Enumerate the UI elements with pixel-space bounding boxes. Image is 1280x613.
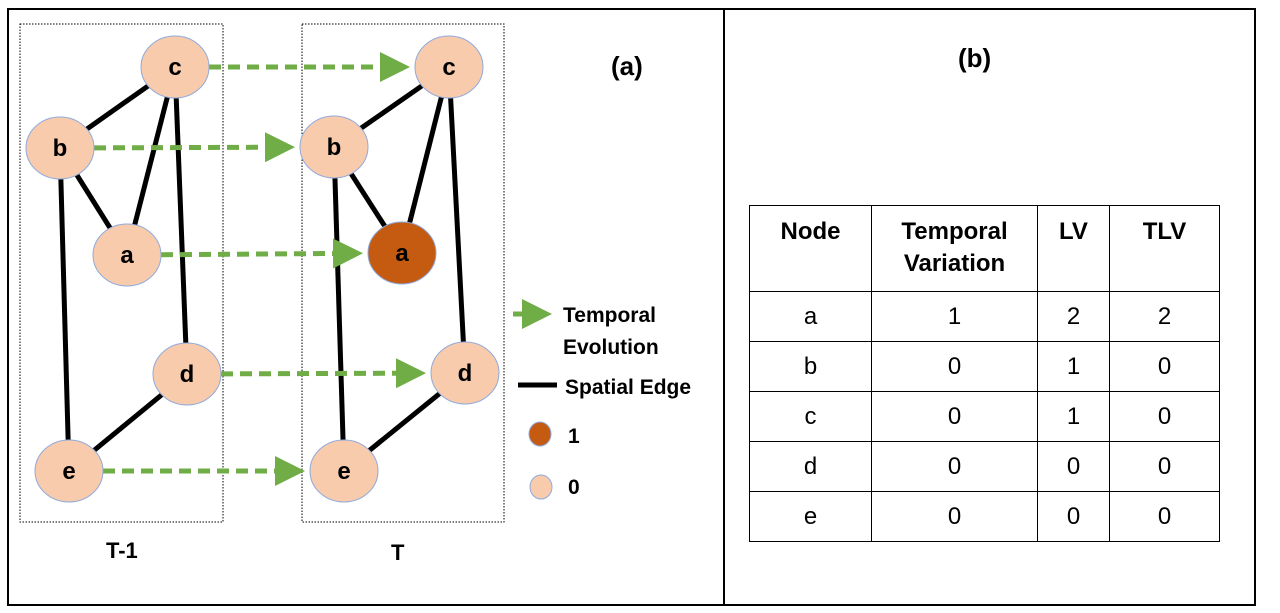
node-d-curr [430, 341, 500, 405]
header-tlv: TLV [1109, 205, 1220, 292]
legend-value-one: 1 [568, 425, 580, 448]
legend-temporal-line1: Temporal [563, 304, 656, 327]
legend: Temporal Evolution Spatial Edge 1 0 [513, 299, 691, 500]
graph-nodes: c b a d e c b a d e [25, 35, 500, 503]
node-label-b-curr: b [327, 134, 342, 161]
outer-frame [7, 8, 1256, 606]
node-d-prev [152, 342, 222, 406]
table-cell: e [749, 491, 872, 542]
legend-node-one [528, 421, 552, 447]
table-cell: 0 [871, 441, 1038, 492]
legend-spatial-text: Spatial Edge [565, 376, 691, 399]
table-cell: 0 [871, 391, 1038, 442]
spatial-edge-c-d [172, 66, 190, 375]
legend-temporal-line2: Evolution [563, 336, 659, 359]
node-label-e-curr: e [337, 458, 350, 485]
header-lv: LV [1037, 205, 1110, 292]
table-cell: 1 [871, 291, 1038, 342]
node-label-a-curr: a [395, 240, 409, 267]
table-cell: 0 [1109, 391, 1220, 442]
table-row: d 0 0 0 [749, 441, 1220, 492]
header-node: Node [749, 205, 872, 292]
table-cell: 0 [871, 341, 1038, 392]
table-cell: a [749, 291, 872, 342]
time-label-prev: T-1 [106, 538, 138, 563]
node-label-a-prev: a [120, 242, 134, 269]
table-cell: 0 [1037, 491, 1110, 542]
table-cell: c [749, 391, 872, 442]
node-b-prev [25, 116, 95, 180]
node-label-c-curr: c [442, 54, 455, 81]
node-label-d-prev: d [180, 361, 195, 388]
table-cell: 2 [1109, 291, 1220, 342]
panel-a-label: (a) [611, 51, 643, 81]
temporal-arrow-d [220, 358, 427, 389]
node-b-curr [299, 115, 369, 179]
table-row: c 0 1 0 [749, 391, 1220, 442]
table-cell: 0 [1109, 441, 1220, 492]
table-cell: 1 [1037, 391, 1110, 442]
table-cell: 2 [1037, 291, 1110, 342]
node-c-prev [140, 35, 210, 99]
legend-value-zero: 0 [568, 476, 580, 499]
spatial-edge-b-e [331, 146, 347, 472]
table-cell: 0 [1109, 341, 1220, 392]
legend-node-zero [529, 474, 553, 500]
table-row: b 0 1 0 [749, 341, 1220, 392]
temporal-arrow-b [93, 132, 296, 163]
node-e-curr [309, 439, 379, 503]
node-label-c-prev: c [168, 54, 181, 81]
node-a-prev [92, 223, 162, 287]
node-c-curr [414, 35, 484, 99]
spatial-edge-b-e [57, 147, 72, 472]
time-slice-box-prev [19, 23, 224, 523]
table-cell: 0 [1109, 491, 1220, 542]
table-row: a 1 2 2 [749, 291, 1220, 342]
table-cell: 0 [1037, 441, 1110, 492]
time-slice-box-curr [301, 23, 505, 523]
node-label-e-prev: e [62, 458, 75, 485]
node-label-d-curr: d [458, 360, 473, 387]
temporal-edges [93, 52, 427, 486]
spatial-edge-c-a [124, 66, 178, 256]
table-cell: 0 [871, 491, 1038, 542]
table-row: e 0 0 0 [749, 491, 1220, 542]
table-cell: d [749, 441, 872, 492]
temporal-arrow-a [160, 238, 364, 269]
spatial-edge-c-a [399, 66, 452, 254]
table-cell: b [749, 341, 872, 392]
spatial-edge-c-d [446, 66, 468, 374]
panel-b-label: (b) [958, 43, 991, 73]
node-a-curr [367, 221, 437, 285]
node-label-b-prev: b [53, 135, 68, 162]
table-cell: 1 [1037, 341, 1110, 392]
time-label-curr: T [391, 540, 405, 565]
node-e-prev [34, 439, 104, 503]
